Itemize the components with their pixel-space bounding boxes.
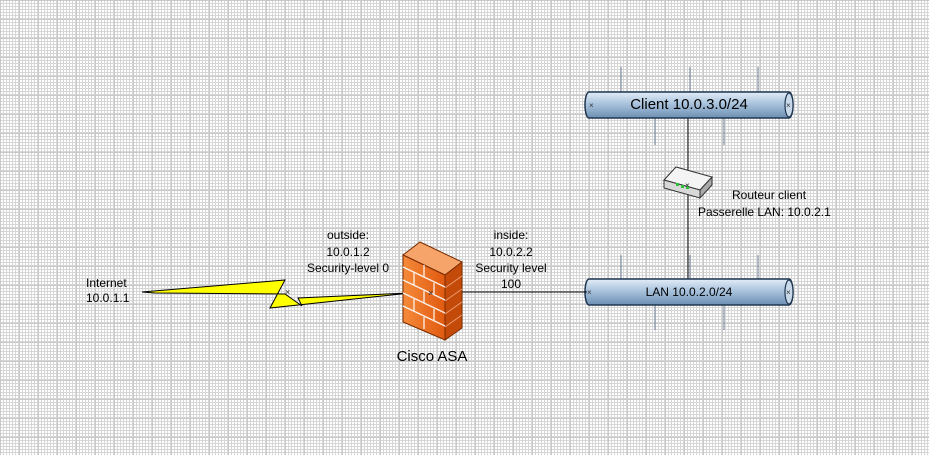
wan-link-lightning <box>141 279 411 309</box>
lan-network-bus[interactable]: × × <box>584 278 794 306</box>
inside-interface-name: inside: <box>493 228 529 242</box>
svg-text:×: × <box>589 101 594 110</box>
svg-text:×: × <box>786 288 791 297</box>
lan-network-label: LAN 10.0.2.0/24 <box>645 285 733 299</box>
router-name: Routeur client <box>732 188 807 202</box>
internet-ip: 10.0.1.1 <box>86 291 130 305</box>
client-network-bus[interactable]: × × <box>584 91 794 119</box>
internet-label: Internet <box>86 276 127 290</box>
inside-security-value: 100 <box>500 277 522 291</box>
svg-text:×: × <box>285 287 290 297</box>
outside-interface-name: outside: <box>326 228 370 242</box>
lan-bus-taps <box>620 255 759 330</box>
inside-interface-ip: 10.0.2.2 <box>489 245 533 259</box>
svg-text:×: × <box>685 181 690 190</box>
inside-security-level: Security level <box>475 261 547 275</box>
client-bus-taps <box>620 67 759 145</box>
router-icon[interactable]: × <box>663 166 713 200</box>
svg-text:×: × <box>428 288 433 298</box>
router-gateway: Passerelle LAN: 10.0.2.1 <box>698 205 831 219</box>
firewall-icon[interactable]: × <box>402 241 463 341</box>
svg-text:×: × <box>786 101 791 110</box>
outside-interface-ip: 10.0.1.2 <box>326 245 370 259</box>
firewall-label: Cisco ASA <box>396 348 468 365</box>
outside-security-level: Security-level 0 <box>306 261 390 275</box>
client-network-label: Client 10.0.3.0/24 <box>630 96 748 113</box>
svg-text:×: × <box>587 288 592 297</box>
